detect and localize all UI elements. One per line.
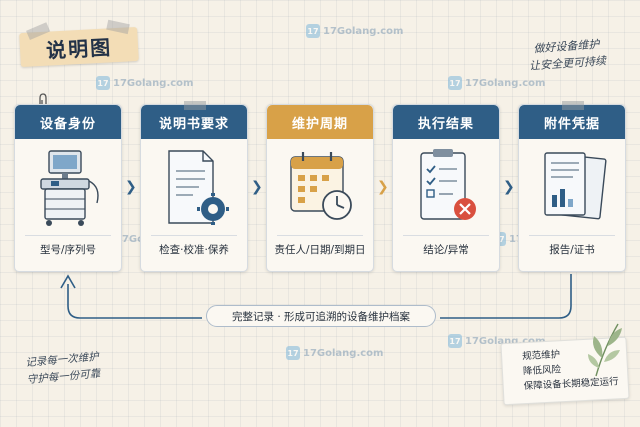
card-divider xyxy=(277,235,363,236)
watermark-text: 17Golang.com xyxy=(323,25,404,37)
tape-strip xyxy=(184,101,206,110)
report-documents-icon xyxy=(544,152,607,220)
watermark-text: 17Golang.com xyxy=(465,77,546,89)
card-divider xyxy=(25,235,111,236)
watermark-logo-icon: 17 xyxy=(306,24,320,38)
flow-arrow-icon: ❯ xyxy=(377,179,389,195)
flow-arrow-icon: ❯ xyxy=(503,179,515,195)
document-gear-icon xyxy=(168,150,229,225)
card-title: 维护周期 xyxy=(267,105,373,139)
card-maintenance-cycle: 维护周期 责任人/日期/到期日 xyxy=(266,104,374,272)
medical-device-icon xyxy=(40,150,99,226)
card-footer: 报告/证书 xyxy=(549,244,595,256)
card-footer: 型号/序列号 xyxy=(39,244,97,256)
loop-label: 完整记录 · 形成可追溯的设备维护档案 xyxy=(206,305,436,327)
watermark-text: 17Golang.com xyxy=(113,77,194,89)
card-title: 执行结果 xyxy=(393,105,499,139)
tape-strip xyxy=(562,101,584,110)
card-execution-result: 执行结果 结论/异常 xyxy=(392,104,500,272)
watermark: 17 17Golang.com xyxy=(286,346,383,360)
watermark: 17 17Golang.com xyxy=(306,24,403,38)
card-title: 说明书要求 xyxy=(141,105,247,139)
watermark-logo-icon: 17 xyxy=(448,334,462,348)
flow-arrow-icon: ❯ xyxy=(125,179,137,195)
watermark: 17 17Golang.com xyxy=(448,334,545,348)
card-footer: 责任人/日期/到期日 xyxy=(274,244,366,256)
card-device-identity: 设备身份 型号/序列号 xyxy=(14,104,122,272)
calendar-clock-icon xyxy=(290,152,352,220)
watermark-logo-icon: 17 xyxy=(96,76,110,90)
flow-arrow-icon: ❯ xyxy=(251,179,263,195)
watermark-logo-icon: 17 xyxy=(448,76,462,90)
card-divider xyxy=(529,235,615,236)
watermark-logo-icon: 17 xyxy=(286,346,300,360)
watermark-text: 17Golang.com xyxy=(303,347,384,359)
card-attachment-proof: 附件凭据 报告/证书 xyxy=(518,101,626,272)
card-footer: 检查·校准·保养 xyxy=(159,244,229,256)
leaf-icon xyxy=(588,323,622,377)
watermark: 17 17Golang.com xyxy=(448,76,545,90)
card-divider xyxy=(151,235,237,236)
card-title: 附件凭据 xyxy=(519,105,625,139)
watermark-text: 17Golang.com xyxy=(465,335,546,347)
watermark: 17 17Golang.com xyxy=(96,76,193,90)
card-manual-requirements: 说明书要求 检查·校准·保养 xyxy=(140,101,248,272)
card-title: 设备身份 xyxy=(15,105,121,139)
checklist-error-icon xyxy=(420,149,476,220)
card-divider xyxy=(403,235,489,236)
card-footer: 结论/异常 xyxy=(423,244,469,256)
